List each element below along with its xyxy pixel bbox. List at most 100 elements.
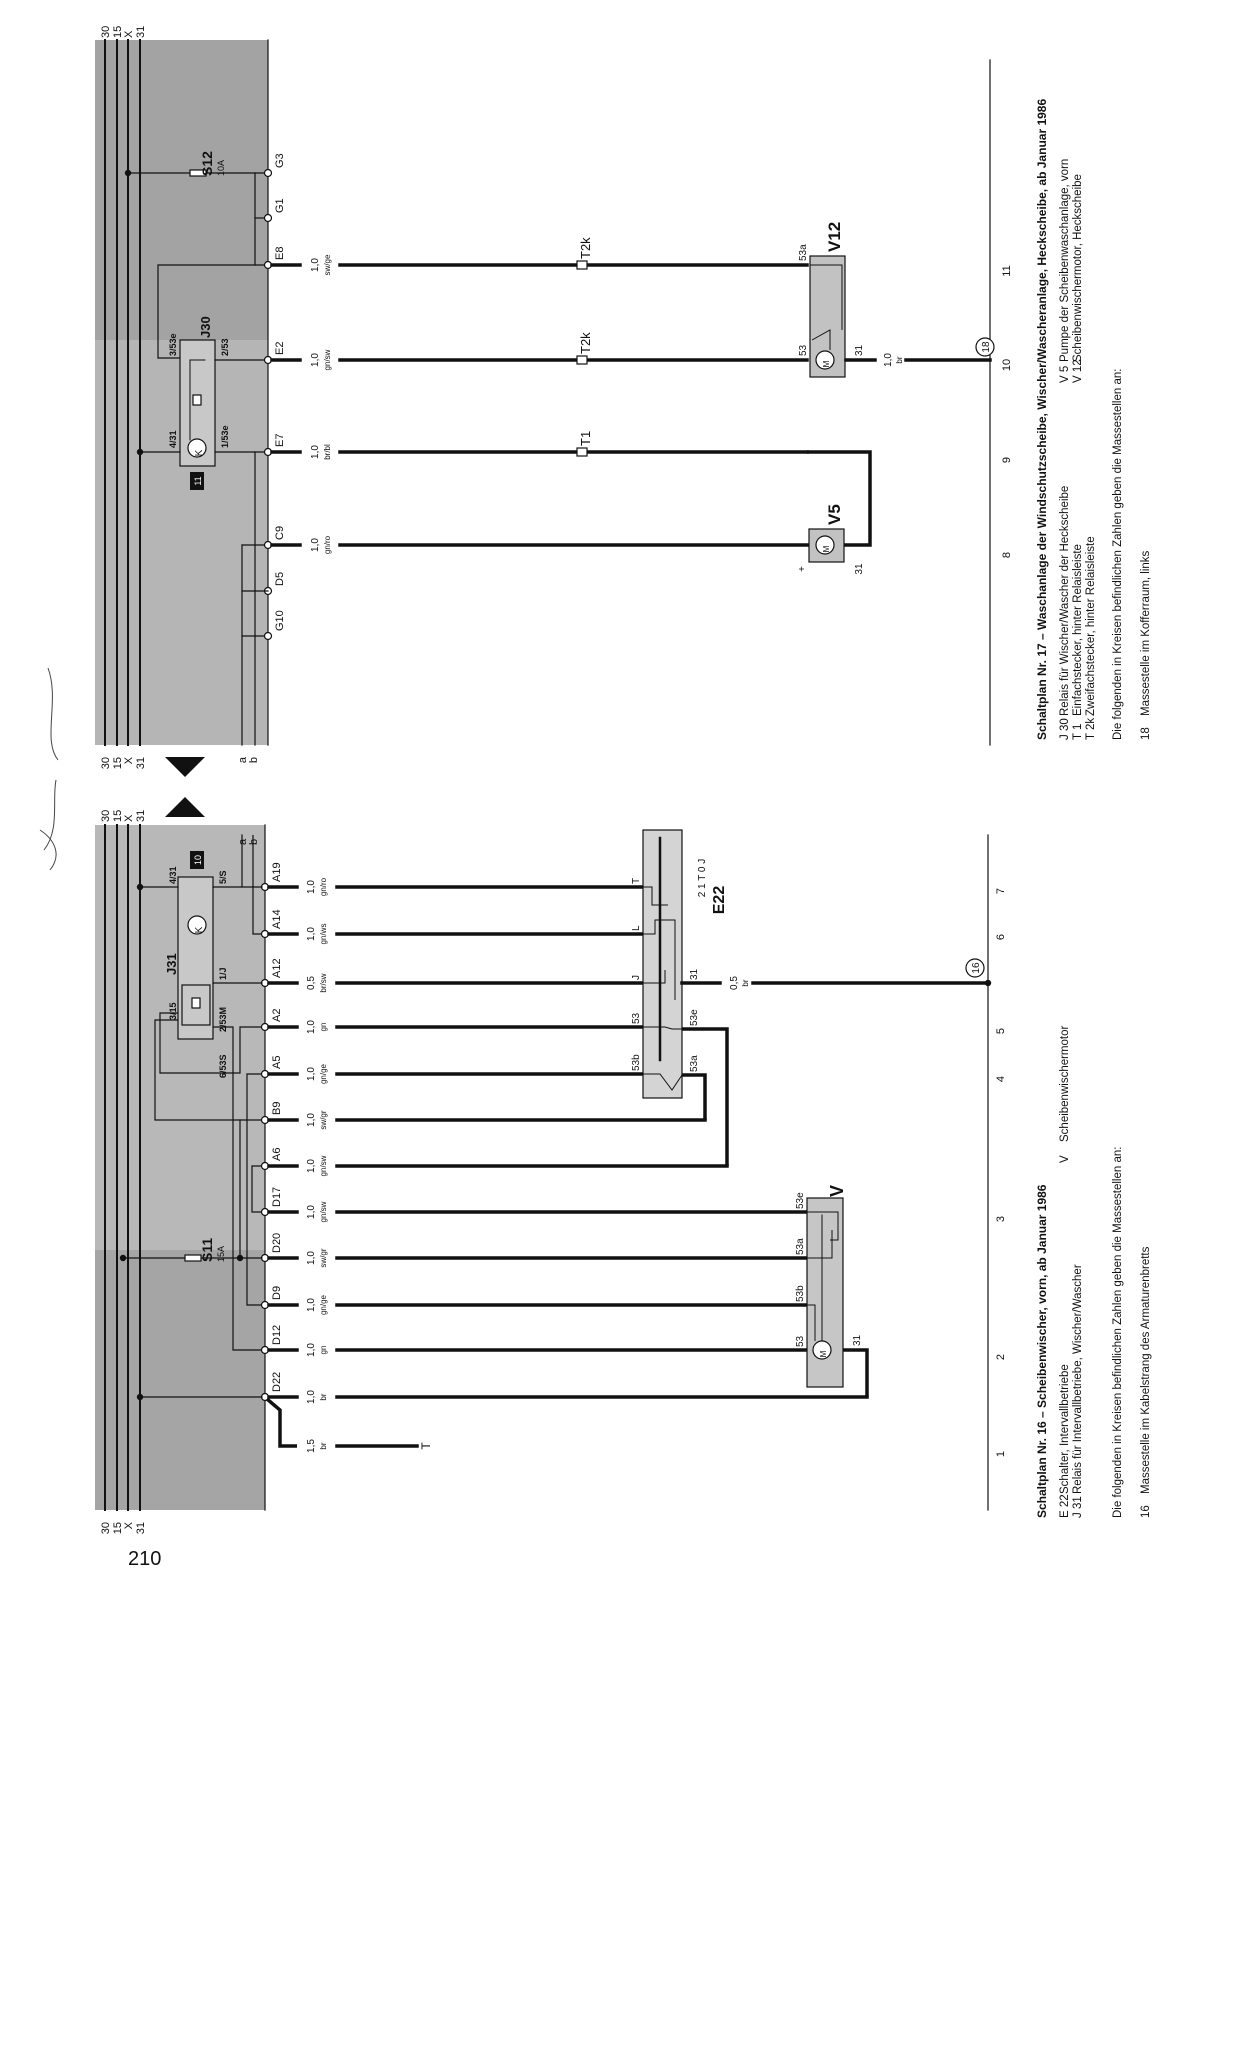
pin-label: G10 (274, 610, 286, 631)
wire-size: 1,0 (306, 1343, 317, 1357)
legend-text: Relais für Wischer/Wascher der Heckschei… (1059, 486, 1071, 716)
wire-line (213, 1026, 262, 1351)
pin-label: G1 (274, 198, 286, 213)
wire-line (154, 1019, 262, 1121)
bus-label: 31 (135, 26, 147, 38)
panel-shade (95, 1250, 265, 1510)
junction-dot (136, 1393, 144, 1401)
column-number: 2 (995, 1354, 1007, 1360)
pin-label: D5 (274, 572, 286, 586)
component-label: V5 (825, 504, 844, 525)
motor-symbol: M (819, 1350, 828, 1357)
pin-label: E8 (274, 247, 286, 260)
bus-label: 30 (100, 1522, 112, 1534)
fuse-rating: 15A (216, 1246, 226, 1262)
wire-target-label: T (419, 1442, 433, 1450)
relay-pin-label: 5/S (218, 870, 228, 884)
relay-pin-label: 2/53M (218, 1007, 228, 1032)
pump-v5-armature (815, 535, 835, 555)
relay-name: J31 (164, 953, 179, 975)
wire-color: br/sw (319, 973, 328, 992)
wire-size: 1,0 (306, 1113, 317, 1127)
motor-v12-armature (815, 350, 835, 370)
wire-v-ground (843, 1348, 869, 1397)
column-number: 10 (1001, 359, 1013, 371)
column-number: 5 (995, 1028, 1007, 1034)
wire-line (251, 1165, 262, 1213)
connector-label: T1 (578, 431, 593, 446)
wire-color: br (895, 356, 904, 363)
pin-label: 53 (798, 344, 809, 356)
relay-pin-label: 4/31 (168, 866, 178, 884)
relay-position: 10 (193, 855, 203, 865)
relay-pin-label: 4/31 (168, 430, 178, 448)
component-label: V12 (825, 222, 844, 252)
pin-label: E7 (274, 434, 286, 447)
wire-line (810, 264, 843, 330)
wire-color: sw/gr (319, 1248, 328, 1267)
switch-e22 (642, 829, 683, 1099)
junction-dot (119, 1254, 127, 1262)
pin-label: C9 (274, 526, 286, 540)
wire-size: 1,0 (306, 1251, 317, 1265)
wire-line (807, 1230, 833, 1259)
wire-color: gn/sw (319, 1201, 328, 1222)
legend-code: 18 (1140, 727, 1152, 740)
branch-label-a: a (237, 756, 249, 763)
legend-text: Zweifachstecker, hinter Relaisleiste (1085, 536, 1097, 716)
bus-label: 31 (135, 810, 147, 822)
wire-size: 1,0 (306, 1159, 317, 1173)
wire-line (246, 1073, 262, 1306)
relay-pin-label: 1/J (218, 967, 228, 980)
wire-size: 1,0 (310, 445, 321, 459)
bus-label: X (123, 30, 135, 38)
legend-code: V 5 (1059, 366, 1071, 383)
wire-53e-loop (682, 1027, 729, 1166)
legend-title: Schaltplan Nr. 16 – Scheibenwischer, vor… (1035, 1184, 1049, 1518)
wire-extra (265, 1397, 297, 1448)
bus-label: 30 (100, 26, 112, 38)
wire-53a-loop (682, 1073, 707, 1120)
wire-size: 1,0 (306, 1020, 317, 1034)
legend-text: Relais für Intervallbetriebe, Wischer/Wa… (1072, 1264, 1084, 1494)
pin-label: 53a (795, 1238, 806, 1255)
column-number: 11 (1001, 265, 1013, 276)
wire-line (643, 1073, 683, 1091)
pin-label: 53e (795, 1192, 806, 1209)
relay-position: 11 (193, 476, 203, 485)
legend-code: J 31 (1072, 1496, 1084, 1518)
pin-label: T (631, 878, 642, 884)
bus-label: 31 (135, 757, 147, 769)
pin-label: A19 (271, 862, 283, 882)
legend-note: Die folgenden in Kreisen befindlichen Za… (1112, 369, 1124, 740)
wire-color: sw/ge (323, 254, 332, 275)
legend-code: V 12 (1072, 359, 1084, 383)
pin-label: D12 (271, 1325, 283, 1345)
connector-1 (576, 355, 588, 365)
pin-label: D22 (271, 1372, 283, 1392)
relay-pin-label: 6/53S (218, 1054, 228, 1078)
connector-label: T2k (578, 237, 593, 259)
wire-size: 1,0 (306, 1390, 317, 1404)
relay-pin-label: 3/15 (168, 1002, 178, 1020)
pin-terminal (263, 631, 273, 641)
wire-line (807, 1304, 816, 1341)
connector-0 (576, 260, 588, 270)
wire-line (159, 1012, 262, 1074)
pin-label: 53e (689, 1009, 700, 1026)
branch-label-a: a (237, 838, 249, 845)
motor-symbol: M (822, 545, 831, 552)
junction-dot (136, 883, 144, 891)
wire-line (643, 919, 676, 1000)
pin-terminal (263, 213, 273, 223)
bus-label: 15 (112, 810, 124, 822)
wire-size: 0,5 (306, 976, 317, 990)
wire-line (643, 970, 666, 984)
fuse-rating: 10A (216, 160, 226, 176)
relay-position-box (190, 851, 204, 869)
pin-label: 31 (852, 1334, 863, 1346)
wire-size: 1,0 (306, 927, 317, 941)
fuse-label: S11 (199, 1238, 215, 1262)
wire-size: 1,0 (306, 1067, 317, 1081)
wire-size: 1,5 (306, 1439, 317, 1453)
